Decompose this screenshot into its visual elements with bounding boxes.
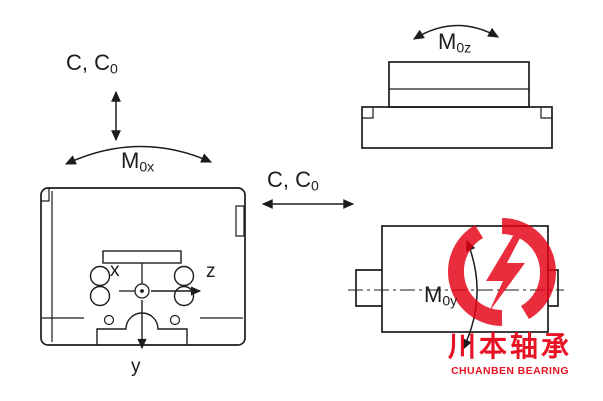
ball-left-lower bbox=[89, 285, 111, 307]
center-mark bbox=[119, 263, 150, 299]
rail-base bbox=[361, 106, 553, 149]
label-text: y bbox=[131, 356, 141, 377]
logo-swirl-left bbox=[447, 225, 502, 326]
label-axis-y: y bbox=[131, 357, 141, 376]
label-text: C, C bbox=[267, 167, 311, 192]
label-load-rating-middle: C, C0 bbox=[267, 169, 319, 193]
m0x-arc-arrow bbox=[64, 145, 213, 165]
label-subscript: 0 bbox=[110, 60, 118, 77]
label-moment-z: M0z bbox=[438, 31, 471, 55]
label-text: M bbox=[424, 282, 443, 307]
watermark-chinese-text: 川本轴承 bbox=[447, 331, 572, 362]
ball-left-upper bbox=[89, 265, 111, 287]
label-moment-y: M0y bbox=[424, 284, 457, 308]
label-text: M bbox=[438, 29, 457, 54]
ball-right-lower bbox=[173, 285, 195, 307]
label-moment-x: M0x bbox=[121, 150, 154, 174]
m0y-arc-arrow bbox=[462, 239, 478, 351]
front-view bbox=[40, 187, 246, 350]
rail-tab-left bbox=[355, 269, 382, 307]
label-subscript: 0x bbox=[139, 158, 155, 175]
label-subscript: 0y bbox=[442, 292, 458, 309]
logo-bolt bbox=[486, 236, 525, 312]
label-text: z bbox=[206, 261, 216, 282]
groove-left bbox=[103, 314, 115, 326]
label-subscript: 0 bbox=[311, 177, 319, 194]
label-text: M bbox=[121, 148, 140, 173]
label-axis-z: z bbox=[206, 262, 216, 281]
rail-steps bbox=[362, 107, 552, 119]
watermark-logo bbox=[447, 218, 557, 326]
carriage-side-outline bbox=[388, 61, 530, 108]
logo-swirl-right bbox=[502, 218, 557, 319]
label-subscript: 0z bbox=[456, 39, 472, 56]
ball-right-upper bbox=[173, 265, 195, 287]
label-text: C, C bbox=[66, 50, 110, 75]
m0z-arc-arrow bbox=[412, 24, 500, 40]
label-load-rating-left: C, C0 bbox=[66, 52, 118, 76]
groove-right bbox=[169, 314, 181, 326]
label-axis-x: x bbox=[110, 261, 120, 280]
label-text: x bbox=[110, 260, 120, 281]
corner-step bbox=[41, 188, 50, 202]
side-view-top bbox=[361, 24, 553, 149]
side-notch bbox=[235, 205, 245, 237]
watermark-english-text: CHUANBEN BEARING bbox=[451, 365, 569, 377]
